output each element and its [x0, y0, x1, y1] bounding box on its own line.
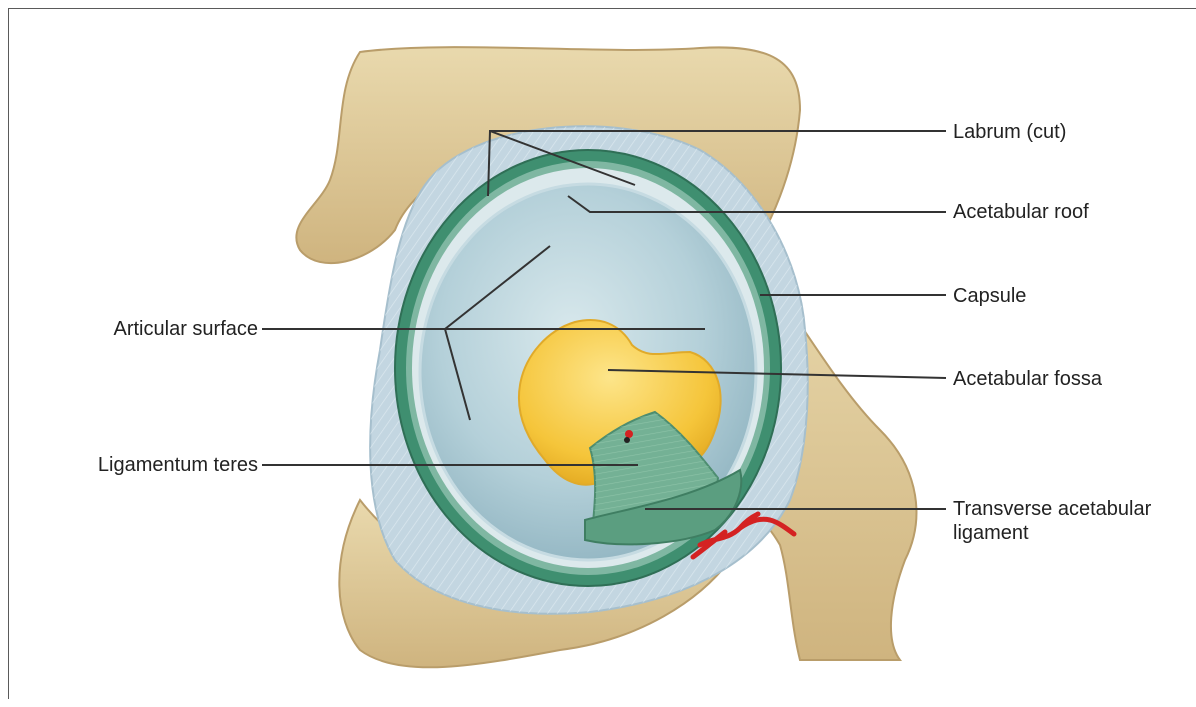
- label-acetabular-roof: Acetabular roof: [953, 200, 1089, 224]
- label-transverse-line2: ligament: [953, 521, 1196, 545]
- label-transverse-acetabular-ligament: Transverse acetabular ligament: [953, 497, 1196, 545]
- label-acetabular-fossa: Acetabular fossa: [953, 367, 1102, 391]
- label-ligamentum-teres: Ligamentum teres: [0, 453, 258, 477]
- label-capsule: Capsule: [953, 284, 1026, 308]
- label-labrum: Labrum (cut): [953, 120, 1066, 144]
- label-transverse-line1: Transverse acetabular: [953, 497, 1196, 521]
- vessel-dot: [625, 430, 633, 438]
- label-articular-surface: Articular surface: [0, 317, 258, 341]
